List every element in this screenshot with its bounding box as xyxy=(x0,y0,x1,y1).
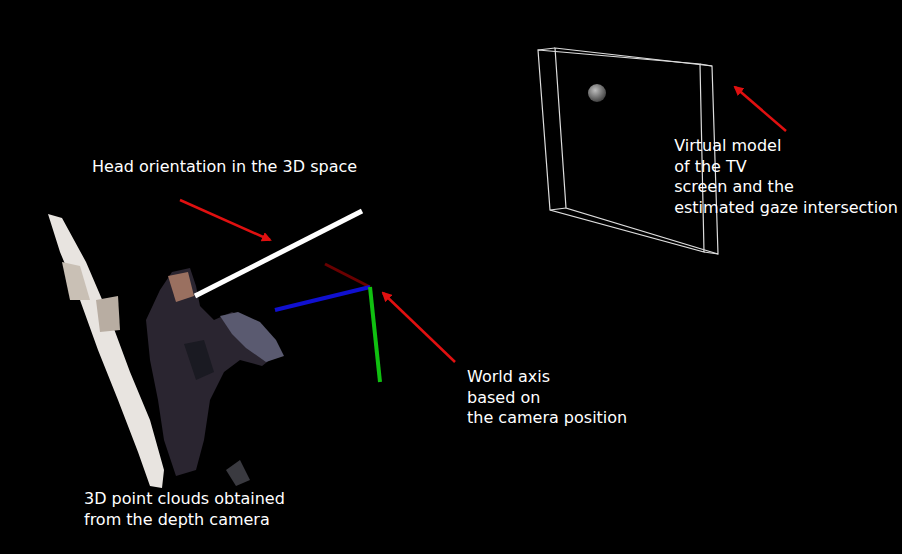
drawing-part xyxy=(184,340,214,380)
drawing-part xyxy=(226,460,250,486)
drawing-part xyxy=(168,272,194,302)
drawing-part xyxy=(704,252,718,254)
callout-label: Virtual model of the TV screen and the e… xyxy=(674,136,898,218)
callout-arrows xyxy=(180,87,786,362)
drawing-part xyxy=(48,214,164,488)
drawing-part xyxy=(538,48,555,50)
drawing-part xyxy=(700,64,712,66)
drawing-part xyxy=(735,87,786,131)
head-orientation-ray xyxy=(195,211,362,296)
drawing-part xyxy=(275,287,370,310)
drawing-part xyxy=(146,268,280,476)
drawing-part xyxy=(383,293,455,362)
drawing-part xyxy=(370,287,380,382)
callout-label: World axis based on the camera position xyxy=(467,367,627,429)
drawing-part xyxy=(62,262,90,300)
drawing-part xyxy=(220,312,284,362)
drawing-part xyxy=(96,296,120,332)
callout-label: Head orientation in the 3D space xyxy=(92,157,357,178)
gaze-intersection xyxy=(588,84,606,102)
point-cloud xyxy=(48,214,284,488)
callout-label: 3D point clouds obtained from the depth … xyxy=(84,489,285,530)
drawing-part xyxy=(325,264,370,287)
drawing-part xyxy=(180,200,270,240)
drawing-part xyxy=(550,208,566,210)
world-axes xyxy=(275,264,380,382)
